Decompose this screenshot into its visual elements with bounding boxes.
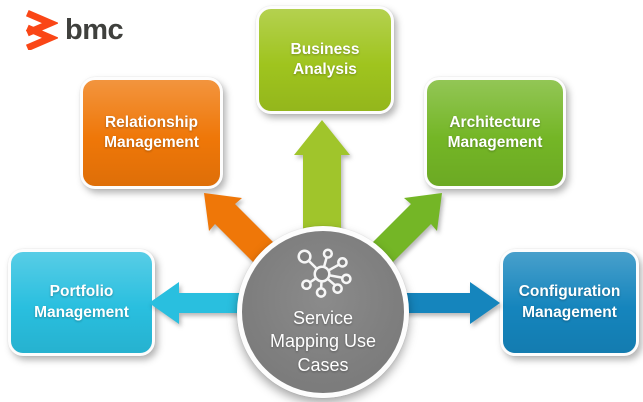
use-case-business-analysis: Business Analysis xyxy=(256,6,394,114)
use-case-label: Architecture Management xyxy=(447,113,543,151)
center-node: Service Mapping Use Cases xyxy=(237,226,409,398)
use-case-label: Configuration Management xyxy=(518,283,621,321)
use-case-label: Relationship Management xyxy=(104,113,199,151)
use-case-architecture-management: Architecture Management xyxy=(424,77,566,189)
bmc-logo: bmc xyxy=(24,10,124,50)
use-case-label: Business Analysis xyxy=(290,40,360,78)
center-node-title: Service Mapping Use Cases xyxy=(269,308,377,375)
network-hub-icon xyxy=(297,248,352,298)
bmc-chevrons-icon xyxy=(25,10,58,50)
use-case-portfolio-management: Portfolio Management xyxy=(8,249,155,356)
use-case-configuration-management: Configuration Management xyxy=(500,249,639,356)
use-case-relationship-management: Relationship Management xyxy=(80,77,223,189)
use-case-label: Portfolio Management xyxy=(34,283,129,321)
bmc-logo-text: bmc xyxy=(65,13,124,46)
